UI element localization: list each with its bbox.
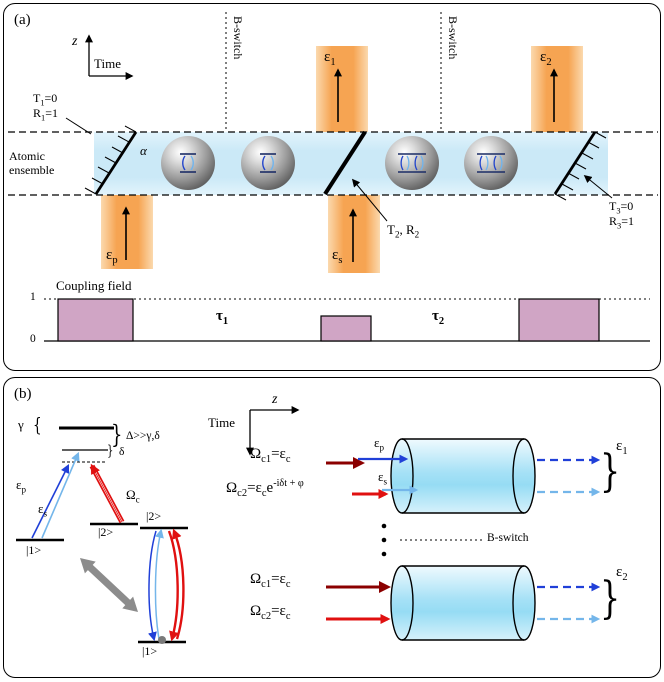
mirror3-t-label: T3=0 xyxy=(609,199,634,216)
level-es-label: εs xyxy=(38,501,48,519)
cell2-coupling2-label: Ωc2=εc xyxy=(250,603,291,622)
gamma-brace: { xyxy=(33,414,42,436)
delta-brace: } xyxy=(107,443,114,459)
atom-sphere-3 xyxy=(385,136,439,190)
cycle-ket1-label: |1> xyxy=(142,644,158,658)
mirror1-t-label: T1=0 xyxy=(33,91,58,108)
panel-a-tag: (a) xyxy=(14,12,31,28)
pulse-band-e2 xyxy=(531,46,583,132)
cell2-output-label: ε2 xyxy=(616,564,628,583)
cycling-diagram xyxy=(138,526,188,644)
field-e2-label: ε2 xyxy=(540,49,552,68)
atom-sphere-2 xyxy=(241,136,295,190)
cell1-coupling2-label: Ωc2=εce-iδt + φ xyxy=(226,478,304,499)
axis-z-label: z xyxy=(72,34,78,49)
atom-sphere-1 xyxy=(161,136,215,190)
field-e1-label: ε1 xyxy=(324,49,336,68)
atomic-ensemble-label: Atomic ensemble xyxy=(9,149,55,177)
omega-c-label: Ωc xyxy=(126,487,140,505)
atom-sphere-4 xyxy=(464,136,518,190)
coupling-title: Coupling field xyxy=(56,278,132,293)
panel-a: (a) z Time B-switch B-switch T1=0 R1=1 α… xyxy=(3,3,661,371)
atom-levels-icon xyxy=(398,153,426,173)
alpha-label: α xyxy=(140,143,147,158)
atom-levels-icon xyxy=(260,153,276,173)
level-ket1-label: |1> xyxy=(26,543,42,557)
field-es-label: εs xyxy=(332,247,343,266)
mirror1-r-label: R1=1 xyxy=(33,106,58,123)
field-ep-label: εp xyxy=(106,247,118,266)
cell1-input-ep-label: εp xyxy=(374,435,385,453)
b-switch-label-2: B-switch xyxy=(445,16,460,60)
level-ep-label: εp xyxy=(16,477,27,495)
axis-z-label-b: z xyxy=(272,392,278,407)
gamma-label: γ xyxy=(18,417,24,432)
level-one-label: 1 xyxy=(30,291,36,303)
cell1-coupling1-label: Ωc1=εc xyxy=(250,446,291,465)
memory-cell-1 xyxy=(326,438,601,514)
cell1-output-brace: } xyxy=(600,446,621,497)
level-zero-label: 0 xyxy=(30,333,36,345)
axis-time-label: Time xyxy=(94,56,121,71)
ellipsis-dots xyxy=(381,523,387,557)
cell2-coupling1-label: Ωc1=εc xyxy=(250,571,291,590)
detuning-brace: } xyxy=(111,420,123,449)
mirror3-r-label: R3=1 xyxy=(609,214,634,231)
cycle-ket2-label: |2> xyxy=(146,509,162,523)
level-ket2-label: |2> xyxy=(98,525,114,539)
delta-label: δ xyxy=(119,446,125,458)
tau1-label: τ1 xyxy=(216,308,229,327)
cell1-output-label: ε1 xyxy=(616,438,628,457)
b-switch-label-b: B-switch xyxy=(487,532,529,544)
atom-levels-icon xyxy=(477,153,505,173)
axis-time-label-b: Time xyxy=(208,415,235,430)
panel-b-tag: (b) xyxy=(14,386,32,402)
atom-levels-icon xyxy=(180,153,196,173)
b-switch-label-1: B-switch xyxy=(230,16,245,60)
memory-cell-2 xyxy=(326,565,601,641)
equivalence-arrow xyxy=(80,558,138,612)
splitter-label: T2, R2 xyxy=(387,222,420,240)
detuning-label: Δ>>γ,δ xyxy=(126,430,160,442)
coupling-field-plot xyxy=(44,298,650,342)
cell2-output-brace: } xyxy=(600,573,621,624)
cell1-input-es-label: εs xyxy=(378,469,388,487)
pulse-band-e1 xyxy=(316,46,368,132)
tau2-label: τ2 xyxy=(432,308,445,327)
panel-b: (b) γ { } Δ>>γ,δ } δ εp εs Ωc |2> |1> |2… xyxy=(3,377,661,678)
